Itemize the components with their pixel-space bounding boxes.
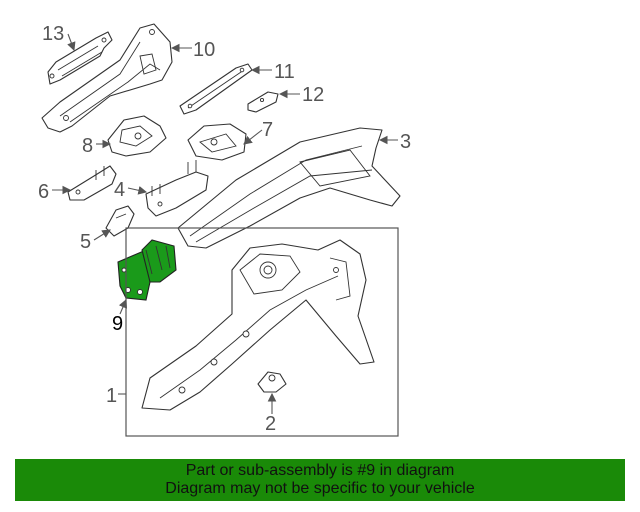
part-5-clip[interactable] [105,205,135,237]
banner-line-1: Part or sub-assembly is #9 in diagram [185,462,455,479]
leader-5 [93,229,111,241]
part-9-mount-highlighted[interactable] [117,239,177,301]
part-11-bar[interactable] [179,63,253,115]
callout-2: 2 [265,413,276,435]
callout-10: 10 [193,39,215,61]
leader-9 [118,298,128,315]
callout-11: 11 [274,61,295,83]
part-8-bracket[interactable] [107,115,167,157]
parts-diagram: 13 10 11 12 8 7 3 6 4 5 9 1 2 [38,23,411,437]
leader-7 [243,129,263,145]
part-3-side-member[interactable] [177,127,401,249]
callout-12: 12 [302,84,324,106]
leader-13 [67,33,76,52]
callout-1: 1 [106,385,117,407]
part-13-bracket[interactable] [47,31,113,85]
callout-7: 7 [262,119,273,141]
part-1-frame [125,227,399,437]
callout-5: 5 [80,231,91,253]
part-12-plate[interactable] [247,91,279,113]
callout-3: 3 [400,131,411,153]
part-2-mount[interactable] [257,371,287,393]
callout-13: 13 [42,23,64,45]
part-7-bracket[interactable] [187,123,247,161]
callout-9: 9 [112,313,123,335]
banner-line-2: Diagram may not be specific to your vehi… [165,480,475,497]
part-9-block [141,239,177,283]
callout-8: 8 [82,135,93,157]
callout-4: 4 [114,179,125,201]
part-6-bracket[interactable] [67,165,117,201]
leader-4 [127,186,148,195]
part-10-upper-rail[interactable] [41,23,173,133]
part-4-bracket[interactable] [145,160,209,217]
callout-6: 6 [38,181,49,203]
info-banner: Part or sub-assembly is #9 in diagram Di… [15,459,625,501]
part-1-frame-assembly[interactable] [141,239,375,411]
